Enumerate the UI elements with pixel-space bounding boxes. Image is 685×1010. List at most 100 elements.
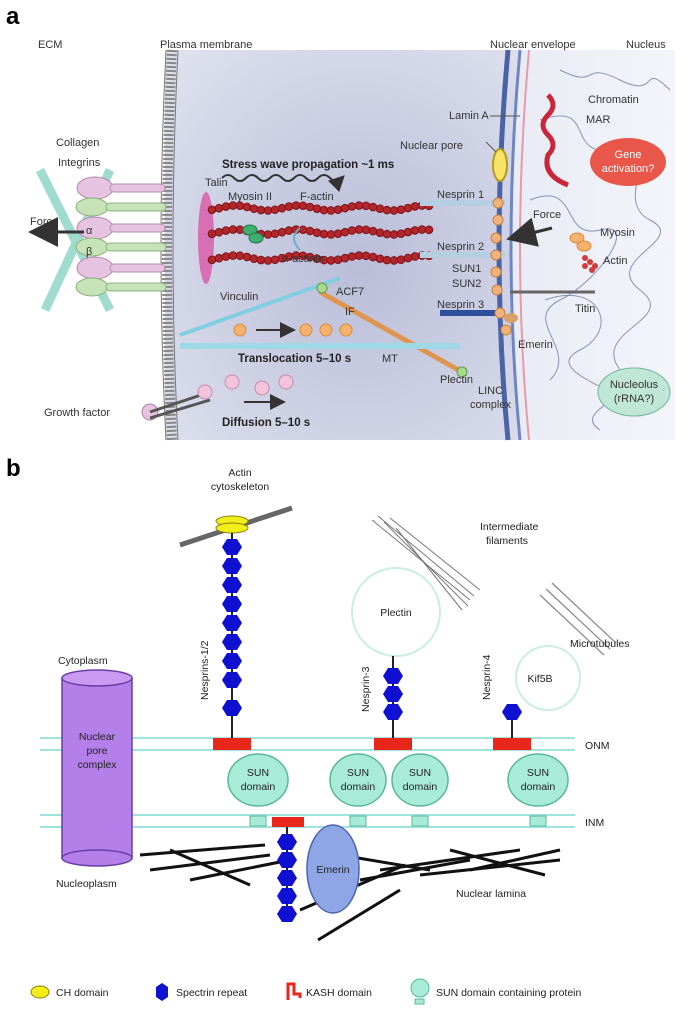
acf7-microtubule — [179, 276, 341, 337]
sun1-label: SUN1 — [452, 263, 481, 275]
actin-bead — [235, 201, 245, 211]
panel-b: b ONM INM Nuclear pore complex Cytoplasm… — [6, 455, 630, 1005]
nuclear-envelope — [496, 49, 530, 441]
actin-bead — [389, 230, 399, 239]
spectrin-repeats — [222, 539, 522, 720]
sun-label-1: SUN — [247, 767, 269, 779]
linc-label-2: complex — [470, 399, 511, 411]
actin-bead — [382, 229, 392, 239]
actin-bead — [361, 225, 371, 235]
actin-bead — [403, 227, 413, 237]
spectrin-repeat — [222, 653, 242, 669]
nesprin3-label: Nesprin 3 — [437, 299, 484, 311]
actin-bead — [368, 226, 378, 236]
actin-bead — [389, 206, 399, 215]
mar-label: MAR — [586, 114, 611, 126]
diffusion-particles — [197, 374, 294, 400]
actin-bead — [228, 251, 238, 260]
diffusion-label: Diffusion 5–10 s — [222, 417, 310, 429]
actin-bead — [326, 256, 336, 265]
f-actin-label: F-actin — [300, 191, 334, 203]
cytoplasm-region — [165, 50, 520, 440]
actin-bead — [270, 205, 280, 215]
nucleolus-label-1: Nucleolus — [610, 379, 659, 391]
actin-bead — [354, 225, 364, 234]
ecm-label: ECM — [38, 39, 62, 51]
gene-activation — [590, 138, 666, 186]
intermediate-filament — [318, 289, 464, 375]
nuclear-myosin — [569, 232, 592, 252]
actin-bead — [375, 228, 385, 238]
actin-bead — [207, 229, 217, 239]
actin-bead — [305, 226, 315, 236]
emerin-label-a: Emerin — [518, 339, 553, 351]
actin-bead — [263, 230, 273, 239]
spectrin-repeat — [277, 870, 297, 886]
legend-spectrin-label: Spectrin repeat — [176, 987, 247, 999]
legend-sun-label: SUN domain containing protein — [436, 987, 581, 999]
spectrin-repeat — [383, 668, 403, 684]
sun-domain-texts: SUN domain SUN domain SUN domain SUN dom… — [241, 767, 556, 793]
nesprin1-label: Nesprin 1 — [437, 189, 484, 201]
actin-bead — [333, 255, 343, 265]
actin-bead — [326, 230, 336, 239]
actin-bead — [228, 225, 238, 234]
spectrin-repeat — [222, 615, 242, 631]
alpha-label: α — [86, 225, 93, 237]
spectrin-repeat — [277, 852, 297, 868]
kif5b-label: Kif5B — [527, 673, 552, 685]
actin-bead — [340, 203, 350, 213]
actin-bead — [277, 203, 287, 213]
nesprin-stalks — [231, 533, 513, 740]
actin-bead — [403, 253, 413, 263]
sun2-label: SUN2 — [452, 278, 481, 290]
microtubules-label: Microtubules — [570, 638, 630, 650]
plasma-membrane-label: Plasma membrane — [160, 39, 252, 51]
linc-label-1: LINC — [478, 385, 503, 397]
actin-bead — [270, 255, 280, 265]
spectrin-repeat — [222, 672, 242, 688]
nuclear-actin — [582, 255, 598, 273]
domain-label-4: domain — [521, 781, 556, 793]
actin-bead — [354, 201, 364, 210]
kash-domains — [213, 738, 531, 827]
npc-label-1: Nuclear — [79, 731, 116, 743]
domain-label-2: domain — [341, 781, 376, 793]
actin-bead — [270, 229, 280, 239]
translocation-particles — [233, 323, 353, 337]
spectrin-repeat — [222, 596, 242, 612]
actin-bead — [298, 201, 308, 211]
inm-label: INM — [585, 817, 604, 829]
linc-nodes — [490, 197, 512, 336]
chromatin-label: Chromatin — [588, 94, 639, 106]
legend-spectrin-symbol — [156, 983, 168, 1001]
growth-factor-label: Growth factor — [44, 407, 110, 419]
emerin-label-b: Emerin — [316, 864, 349, 876]
spectrin-repeat — [222, 577, 242, 593]
actin-cytoskeleton-label-2: cytoskeleton — [211, 481, 270, 493]
actin-bead — [375, 254, 385, 264]
spectrin-repeat — [277, 888, 297, 904]
panel-a: a ECM Plasma membrane Nuclear envelope — [6, 3, 675, 441]
actin-bead — [396, 205, 406, 214]
gene-activation-label-2: activation? — [602, 163, 655, 175]
actin-bead — [242, 202, 252, 212]
actin-bead — [319, 229, 329, 239]
nuclear-pore — [492, 148, 508, 182]
vinculin-label: Vinculin — [220, 291, 258, 303]
actin-bead — [221, 252, 231, 261]
myosin-ii — [242, 224, 264, 244]
actin-bead — [389, 256, 399, 265]
acf7 — [316, 282, 328, 294]
actin-bead — [375, 204, 385, 214]
mar — [540, 93, 569, 188]
sun-label-2: SUN — [347, 767, 369, 779]
emerin-b — [306, 824, 360, 914]
legend-sun-symbol — [410, 978, 430, 998]
actin-bead — [417, 225, 427, 234]
actin-bead — [214, 253, 224, 263]
intermediate-label-2: filaments — [486, 535, 528, 547]
actin-bead — [284, 226, 294, 235]
sun-label-3: SUN — [409, 767, 431, 779]
nesprin3-label-b: Nesprin-3 — [360, 666, 372, 712]
